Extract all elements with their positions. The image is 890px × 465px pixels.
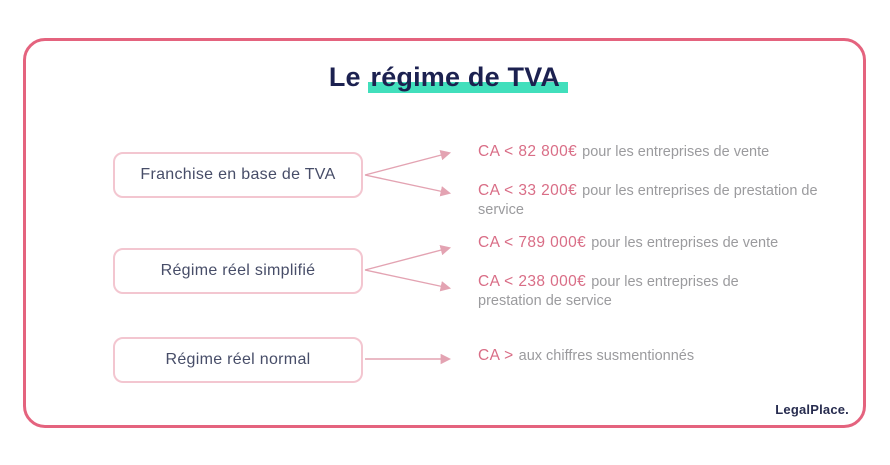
threshold-value: CA < 33 200€ [478, 182, 578, 199]
threshold-simplifie-vente: CA < 789 000€pour les entreprises de ven… [478, 233, 778, 253]
threshold-description: pour les entreprises de vente [591, 235, 779, 251]
regime-box-normal: Régime réel normal [113, 337, 363, 383]
arrow-simplifie-vente [364, 245, 452, 271]
threshold-value: CA < 789 000€ [478, 234, 587, 251]
tva-diagram-card: Le régime de TVA Franchise en base de TV… [23, 38, 866, 428]
arrow-franchise-vente [364, 150, 452, 176]
threshold-value: CA < 82 800€ [478, 143, 578, 160]
regime-box-franchise: Franchise en base de TVA [113, 152, 363, 198]
threshold-value: CA < 238 000€ [478, 273, 587, 290]
regime-box-label: Régime réel simplifié [160, 262, 316, 279]
threshold-franchise-prestation: CA < 33 200€pour les entreprises de pres… [478, 181, 826, 220]
page-title: Le régime de TVA [26, 62, 863, 93]
arrow-franchise-prestation [364, 174, 452, 197]
threshold-description: pour les entreprises de prestation de se… [478, 274, 739, 309]
title-prefix: Le [328, 62, 369, 92]
threshold-franchise-vente: CA < 82 800€pour les entreprises de vent… [478, 142, 769, 162]
regime-box-simplifie: Régime réel simplifié [113, 248, 363, 294]
title-highlighted-text: régime de TVA [368, 62, 568, 93]
legalplace-logo: LegalPlace. [775, 402, 849, 417]
threshold-value: CA > [478, 347, 514, 364]
threshold-description: pour les entreprises de prestation de se… [478, 183, 818, 218]
threshold-description: pour les entreprises de vente [582, 144, 770, 160]
regime-box-label: Franchise en base de TVA [140, 166, 336, 183]
threshold-normal: CA >aux chiffres susmentionnés [478, 346, 694, 366]
threshold-description: aux chiffres susmentionnés [518, 348, 695, 364]
arrow-simplifie-prestation [364, 269, 452, 292]
regime-box-label: Régime réel normal [165, 351, 311, 368]
threshold-simplifie-prestation: CA < 238 000€pour les entreprises de pre… [478, 272, 770, 311]
